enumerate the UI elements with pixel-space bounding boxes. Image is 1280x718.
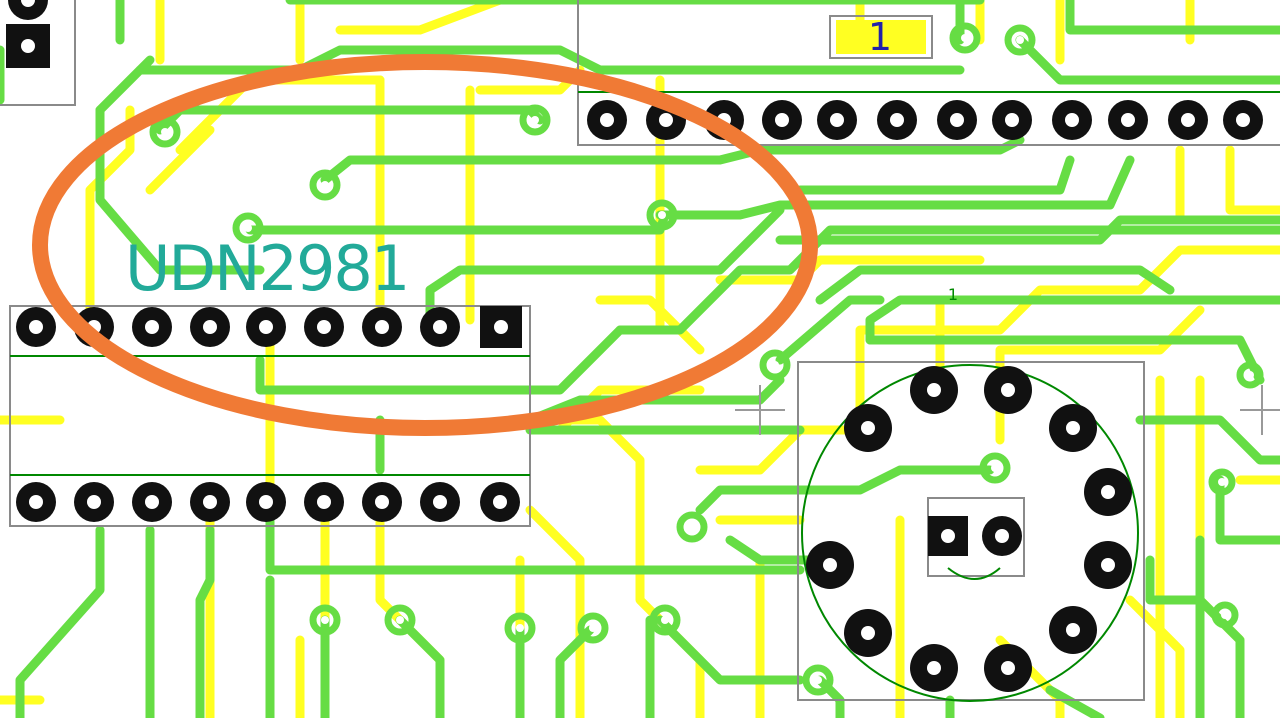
round-pin-pad xyxy=(984,644,1032,692)
round-pin-pad xyxy=(1084,468,1132,516)
chip-pin-pad xyxy=(16,482,56,522)
small-part: 1 xyxy=(829,15,933,59)
via xyxy=(759,349,791,381)
udn2981-chip xyxy=(9,305,531,527)
header-pin-pad xyxy=(1168,100,1208,140)
via xyxy=(1208,468,1236,496)
crosshair-icon xyxy=(735,385,785,435)
via xyxy=(676,511,708,543)
round-pin-pad xyxy=(910,366,958,414)
via xyxy=(309,604,341,636)
chip-pin-pad xyxy=(190,482,230,522)
round-pin-pad xyxy=(806,541,854,589)
highlight-ellipse xyxy=(32,54,818,436)
round-pin-pad xyxy=(910,644,958,692)
round-pin-pad xyxy=(1084,541,1132,589)
chip-pin-pad xyxy=(420,307,460,347)
header-pin-pad xyxy=(762,100,802,140)
round-pin-pad xyxy=(984,366,1032,414)
round-pin-pad xyxy=(1049,606,1097,654)
via xyxy=(232,212,264,244)
chip-pin-pad xyxy=(362,307,402,347)
via xyxy=(149,116,181,148)
via xyxy=(309,169,341,201)
header-pin-pad xyxy=(877,100,917,140)
header-pin-pad xyxy=(1108,100,1148,140)
chip-pin-pad xyxy=(362,482,402,522)
chip-pin-pad xyxy=(304,307,344,347)
pin1-marker: 1 xyxy=(948,285,958,304)
via xyxy=(519,104,551,136)
header-pin-pad xyxy=(1052,100,1092,140)
header-pin-pad xyxy=(937,100,977,140)
header-pin-pad xyxy=(587,100,627,140)
small-part-label: 1 xyxy=(868,15,892,59)
chip-pin-pad xyxy=(304,482,344,522)
chip-pin-pad xyxy=(246,482,286,522)
header-pin-pad xyxy=(1223,100,1263,140)
round-pin-pad xyxy=(844,404,892,452)
chip-label: UDN2981 xyxy=(125,232,408,305)
partial-component-top-left xyxy=(0,0,76,106)
via xyxy=(1236,361,1264,389)
via xyxy=(1004,24,1036,56)
chip-pin-pad xyxy=(132,307,172,347)
via xyxy=(646,199,678,231)
via xyxy=(1211,601,1239,629)
round-component: 1 xyxy=(797,285,1145,702)
via xyxy=(649,604,681,636)
round-pin-pad xyxy=(1049,404,1097,452)
via xyxy=(384,604,416,636)
crosshair-icon xyxy=(1240,385,1280,435)
header-pin-pad xyxy=(817,100,857,140)
chip-pin-pad xyxy=(16,307,56,347)
via xyxy=(979,452,1011,484)
via xyxy=(504,612,536,644)
header-pin-pad xyxy=(992,100,1032,140)
via xyxy=(577,612,609,644)
chip-pin-pad xyxy=(190,307,230,347)
round-pin-pad xyxy=(844,609,892,657)
chip-pin-pad xyxy=(420,482,460,522)
vias xyxy=(149,22,1264,696)
via xyxy=(949,22,981,54)
via xyxy=(802,664,834,696)
chip-pin-pad xyxy=(480,482,520,522)
chip-pin-pad xyxy=(246,307,286,347)
chip-pin-pad xyxy=(74,482,114,522)
chip-pin-pad xyxy=(132,482,172,522)
